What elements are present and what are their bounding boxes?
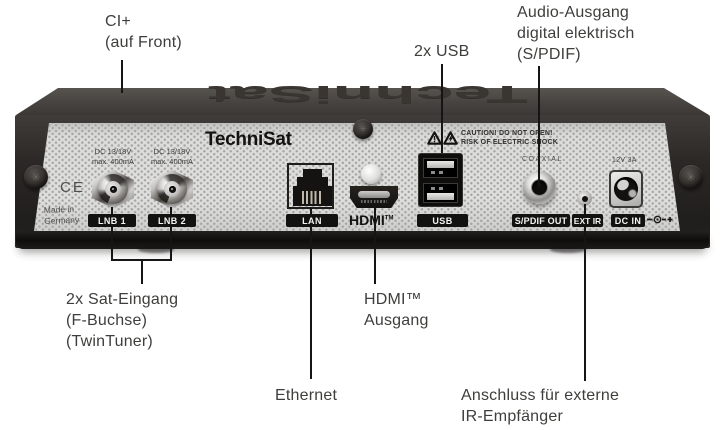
panel-rivet-dome: [361, 164, 381, 184]
connector-panel: [34, 123, 680, 231]
usb-port-top: [423, 158, 458, 178]
callout-line-hdmi: [374, 206, 376, 284]
hdmi-printed-label: HDMITM: [349, 212, 394, 228]
callout-usb: 2x USB: [414, 43, 470, 60]
hdmi-port-slot: [358, 191, 390, 198]
ext-ir-label: EXT IR: [572, 214, 603, 227]
lan-port-clip: [303, 169, 322, 178]
usb-contact: [431, 171, 435, 174]
ce-mark: CE: [60, 179, 85, 196]
embossed-brand-text: TechniSat: [207, 81, 528, 107]
caution-text: CAUTION! DO NOT OPEN! RISK OF ELECTRIC S…: [461, 130, 558, 146]
torx-screw-icon: ✳: [679, 165, 703, 189]
ext-ir-jack-hole: [581, 195, 588, 202]
device-foot: [138, 246, 174, 253]
hdmi-port-pins: [361, 200, 387, 203]
spdif-out-label: S/PDIF OUT: [512, 214, 570, 227]
coaxial-text: COAXIAL: [522, 156, 563, 163]
warning-lightning-icon: [443, 131, 458, 145]
callout-sat: 2x Sat-Eingang (F-Buchse) (TwinTuner): [66, 291, 179, 350]
device-foot: [550, 246, 586, 253]
usb-contact: [439, 171, 443, 174]
device-top-surface: [16, 88, 709, 115]
ext-ir-jack: [577, 191, 592, 206]
callout-line-ethernet: [310, 207, 312, 379]
usb-contact: [431, 187, 435, 190]
dc-in-jack: [609, 170, 643, 208]
torx-screw-icon: ✳: [353, 119, 373, 139]
lan-port: [287, 163, 334, 209]
callout-line-usb: [441, 64, 443, 153]
usb-ports: [418, 153, 463, 207]
callout-ci: CI+ (auf Front): [105, 13, 182, 51]
callout-line-sat-drop: [141, 259, 143, 284]
warning-exclamation-icon: [427, 131, 442, 145]
usb-contact: [439, 187, 443, 190]
lnb2-label: LNB 2: [148, 214, 196, 227]
usb-tongue: [427, 161, 454, 168]
sat2-spec-text: DC 13/18V max. 400mA: [150, 147, 194, 166]
dc-in-pin: [628, 189, 637, 198]
callout-ir: Anschluss für externe IR-Empfänger: [461, 387, 620, 425]
spdif-coaxial-jack: [523, 171, 556, 204]
dc-polarity-icon: [647, 215, 673, 224]
sat1-spec-text: DC 13/18V max. 400mA: [91, 147, 135, 166]
dc-spec-text: 12V 3A: [612, 157, 637, 164]
device-bottom-edge: [16, 231, 709, 249]
made-in-text: Made in Germany: [43, 203, 80, 226]
torx-screw-icon: ✳: [24, 165, 48, 189]
lnb1-label: LNB 1: [88, 214, 136, 227]
callout-line-sat2: [170, 207, 172, 261]
callout-line-ir: [584, 204, 586, 381]
sat-connector-2-hole: [168, 185, 176, 193]
panel-brand-logo: TechniSat: [205, 129, 292, 150]
usb-tongue: [427, 193, 454, 200]
callout-line-audio: [538, 66, 540, 187]
callout-ethernet: Ethernet: [275, 387, 338, 404]
callout-line-ci: [121, 60, 123, 93]
dc-in-label: DC IN: [611, 214, 645, 227]
embossed-brand: TechniSat: [175, 81, 560, 107]
lan-label: LAN: [286, 214, 338, 227]
usb-port-bottom: [423, 183, 458, 203]
lan-port-body: [297, 177, 328, 187]
callout-audio: Audio-Ausgang digital elektrisch (S/PDIF…: [517, 4, 635, 63]
callout-hdmi: HDMI™ Ausgang: [364, 291, 429, 329]
hdmi-port: [350, 186, 398, 208]
lan-port-pins: [302, 191, 323, 204]
sat-connector-1-hole: [109, 185, 117, 193]
usb-label: USB: [417, 214, 468, 227]
callout-line-sat1: [111, 207, 113, 261]
